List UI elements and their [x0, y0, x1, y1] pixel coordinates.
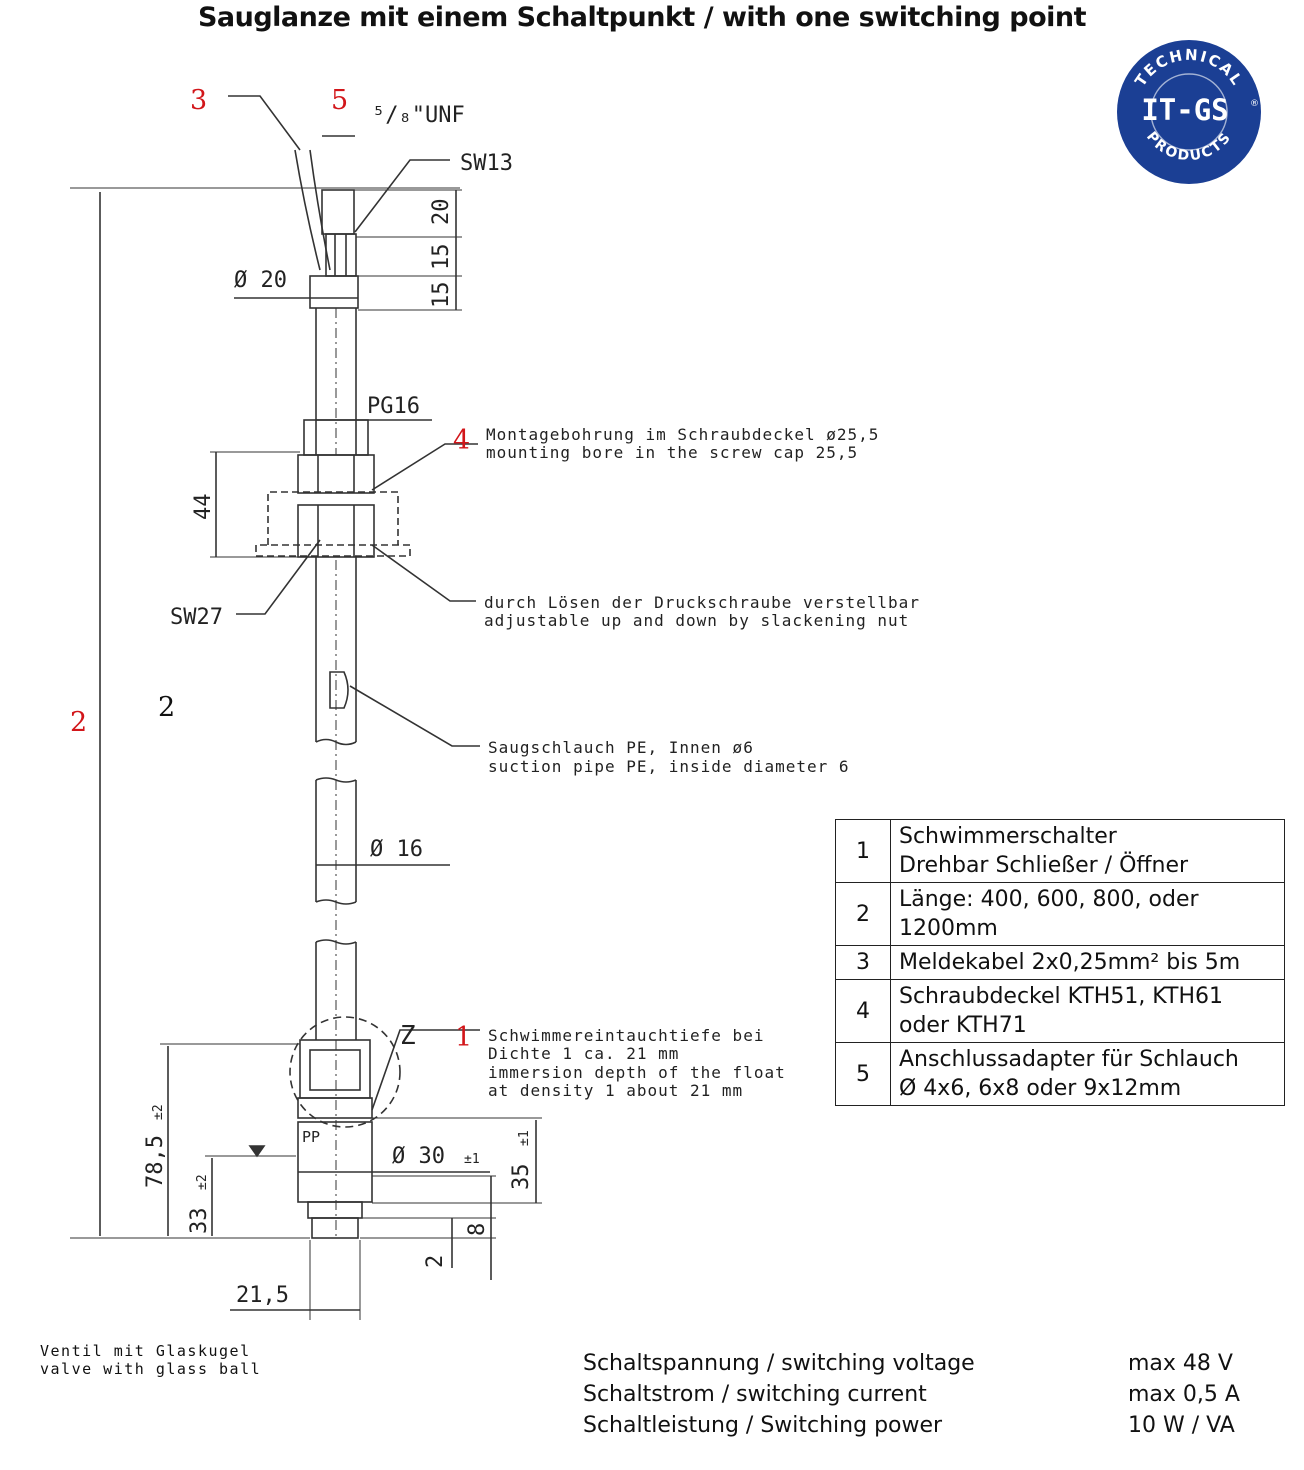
dim-sw13: SW13 [460, 151, 513, 176]
dim-d16: Ø 16 [370, 837, 423, 862]
legend-row: 3 Meldekabel 2x0,25mm² bis 5m [835, 945, 1285, 980]
note-montage-de: Montagebohrung im Schraubdeckel ø25,5 [486, 425, 879, 444]
dim-pg16: PG16 [367, 394, 420, 419]
legend-num: 1 [835, 819, 891, 883]
dim-44: 44 [191, 494, 216, 521]
dim-33: 33 [187, 1208, 212, 1235]
legend-num: 4 [835, 979, 891, 1043]
spec-label: Schaltstrom / switching current [583, 1382, 927, 1407]
legend-num: 3 [835, 945, 891, 980]
svg-text:®: ® [1250, 99, 1259, 109]
spec-row: Schaltstrom / switching current max 0,5 … [583, 1379, 1263, 1410]
note-float-4: at density 1 about 21 mm [488, 1081, 743, 1100]
spec-label: Schaltleistung / Switching power [583, 1413, 943, 1438]
spec-label: Schaltspannung / switching voltage [583, 1351, 975, 1376]
label-z: Z [400, 1021, 416, 1051]
label-pp: PP [302, 1128, 320, 1146]
note-suction-en: suction pipe PE, inside diameter 6 [488, 757, 850, 776]
callout-2-red: 2 [70, 707, 87, 738]
dim-d30: Ø 30 [392, 1144, 445, 1169]
dim-15b: 15 [429, 282, 454, 309]
dim-21-5: 21,5 [236, 1283, 289, 1308]
callout-5: 5 [331, 85, 348, 116]
dim-sw27: SW27 [170, 605, 223, 630]
ventil-note-en: valve with glass ball [40, 1360, 262, 1378]
dim-2: 2 [423, 1255, 448, 1268]
tol-d30: ±1 [464, 1152, 480, 1167]
tol-35: ±1 [517, 1130, 532, 1146]
legend-text: Meldekabel 2x0,25mm² bis 5m [890, 945, 1285, 980]
specs-list: Schaltspannung / switching voltage max 4… [583, 1348, 1263, 1441]
spec-row: Schaltspannung / switching voltage max 4… [583, 1348, 1263, 1379]
note-suction-de: Saugschlauch PE, Innen ø6 [488, 738, 754, 757]
dim-15a: 15 [429, 244, 454, 271]
note-float-1: Schwimmereintauchtiefe bei [488, 1026, 764, 1045]
legend-num: 5 [835, 1042, 891, 1106]
callout-3: 3 [190, 85, 207, 116]
ventil-note-de: Ventil mit Glaskugel [40, 1342, 251, 1360]
logo-main-text: IT-GS [1141, 93, 1228, 127]
callout-4: 4 [453, 425, 470, 456]
page-title: Sauglanze mit einem Schaltpunkt / with o… [197, 2, 1087, 33]
spec-value: max 48 V [1128, 1351, 1233, 1376]
spec-row: Schaltleistung / Switching power 10 W / … [583, 1410, 1263, 1441]
legend-num: 2 [835, 882, 891, 946]
note-float-2: Dichte 1 ca. 21 mm [488, 1044, 679, 1063]
note-float-3: immersion depth of the float [488, 1063, 786, 1082]
tol-33: ±2 [195, 1174, 210, 1190]
note-adjust-en: adjustable up and down by slackening nut [484, 611, 909, 630]
dim-unf: ⁵/₈"UNF [372, 103, 465, 128]
spec-value: max 0,5 A [1128, 1382, 1240, 1407]
callout-1: 1 [455, 1022, 472, 1053]
spec-value: 10 W / VA [1128, 1413, 1235, 1438]
dim-d20: Ø 20 [234, 268, 287, 293]
it-gs-logo: TECHNICAL PRODUCTS IT-GS ® [1117, 40, 1261, 184]
dim-8: 8 [465, 1223, 490, 1236]
dim-20: 20 [429, 199, 454, 226]
dim-78-5: 78,5 [143, 1135, 168, 1188]
note-adjust-de: durch Lösen der Druckschraube verstellba… [484, 593, 920, 612]
note-montage-en: mounting bore in the screw cap 25,5 [486, 443, 858, 462]
dim-35: 35 [509, 1164, 534, 1191]
tol-78-5: ±2 [151, 1104, 166, 1120]
callout-2-black: 2 [158, 692, 175, 723]
